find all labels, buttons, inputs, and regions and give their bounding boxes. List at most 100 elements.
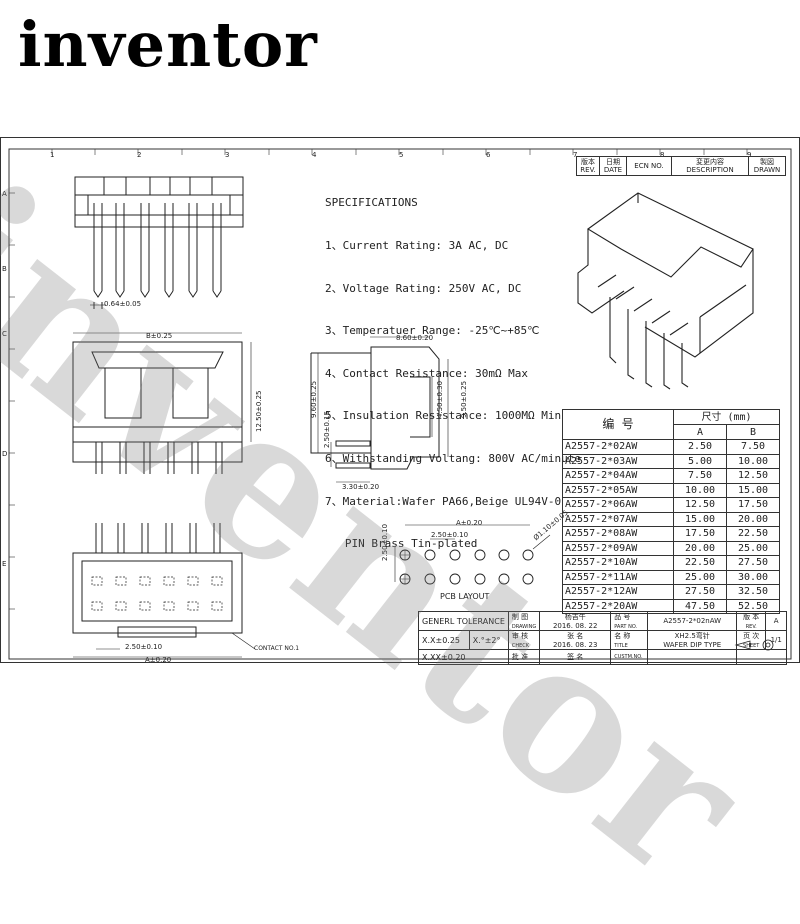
approve-label: 批 准 (507, 649, 541, 665)
ecn-cell: ECN NO. (626, 156, 672, 176)
part-no: A2557-2*02AW (562, 439, 674, 455)
part-no: A2557-2*04AW (562, 468, 674, 484)
size-b: 25.00 (726, 540, 780, 556)
desc-cn: 変更内容 (696, 158, 724, 166)
drawing-label: 制 图 (511, 613, 529, 621)
spec-line: 5、Insulation Resistance: 1000MΩ Min (325, 409, 562, 423)
dim-pin-width: 0.64±0.05 (104, 300, 142, 308)
size-a: 25.00 (673, 569, 727, 585)
grid-letter: A (2, 190, 7, 198)
spec-line: 1、Current Rating: 3A AC, DC (325, 239, 509, 252)
size-a: 5.00 (673, 453, 727, 469)
size-b: 10.00 (726, 453, 780, 469)
dim-a-bottom: A±0.20 (145, 656, 172, 664)
part-no: A2557-2*12AW (562, 584, 674, 600)
date-cn: 日期 (606, 158, 620, 166)
size-b: 27.50 (726, 555, 780, 571)
approver: 签 名 (539, 649, 612, 665)
checker: 张 名 (567, 632, 584, 640)
customer-no-label: CUSTM.NO. (610, 649, 649, 665)
spec-line: 3、Temperatuer Range: -25℃~+85℃ (325, 324, 540, 338)
tolerance-label: GENERL TOLERANCE (418, 611, 509, 631)
sheet-value: 1/1 (765, 630, 788, 650)
size-b: 17.50 (726, 497, 780, 513)
grid-number: 4 (312, 151, 317, 159)
dim-height-250: 2.50±0.15 (323, 410, 331, 448)
spec-line: PIN Brass Tin-plated (325, 537, 478, 551)
header-size: 尺寸 (mm) (673, 409, 780, 425)
ecn-en: ECN NO. (634, 162, 664, 170)
drawn-en: DRAWN (753, 166, 781, 174)
title-en: TITLE (614, 643, 628, 649)
size-b: 32.50 (726, 584, 780, 600)
size-a: 7.50 (673, 468, 727, 484)
title-label: 名 称 (614, 632, 631, 640)
grid-letter: C (2, 330, 7, 338)
header-part-number: 编 号 (562, 409, 674, 440)
drawing-sheet (0, 137, 800, 663)
dim-height-1250: 12.50±0.25 (255, 390, 263, 433)
specifications: SPECIFICATIONS 1、Current Rating: 3A AC, … (325, 168, 581, 566)
grid-number: 6 (486, 151, 491, 159)
contact-no-label: CONTACT NO.1 (254, 645, 300, 652)
date-1: 2016. 08. 22 (552, 622, 598, 630)
size-b: 22.50 (726, 526, 780, 542)
part-no: A2557-2*08AW (562, 526, 674, 542)
part-number: A2557-2*02nAW (647, 611, 738, 631)
dim-height-450: 4.50±0.30 (436, 380, 444, 418)
grid-letter: B (2, 265, 7, 273)
rev-en: REV. (745, 624, 757, 630)
check-en: CHECK (511, 643, 530, 649)
brand-logo: inventor (18, 8, 318, 81)
grid-number: 3 (225, 151, 230, 159)
dim-a-pcb: A±0.20 (456, 519, 483, 527)
part-no: A2557-2*05AW (562, 482, 674, 498)
sheet-en: SHEET (743, 643, 760, 649)
dim-height-960: 9.60±0.25 (310, 380, 318, 418)
size-a: 17.50 (673, 526, 727, 542)
grid-number: 2 (137, 151, 142, 159)
size-b: 12.50 (726, 468, 780, 484)
sheet-label: 页 次 (743, 632, 760, 640)
grid-letter: D (2, 450, 8, 458)
drawn-cn: 製図 (760, 158, 774, 166)
size-b: 15.00 (726, 482, 780, 498)
title-value-2: WAFER DIP TYPE (663, 641, 722, 649)
spec-line: 6、Withstanding Voltang: 800V AC/minute (325, 451, 582, 465)
grid-letter: E (2, 560, 7, 568)
desc-en: DESCRIPTION (686, 166, 734, 174)
size-a: 27.50 (673, 584, 727, 600)
dim-width-860: 8.60±0.20 (396, 334, 434, 342)
dim-row-pitch: 2.50±0.10 (381, 523, 389, 561)
date-2: 2016. 08. 23 (552, 641, 598, 649)
size-a: 10.00 (673, 482, 727, 498)
spec-line: 7、Material:Wafer PA66,Beige UL94V-0 (325, 494, 562, 508)
grid-number: 9 (747, 151, 752, 159)
rev-en: REV. (580, 166, 596, 174)
rev-value: A (765, 611, 788, 631)
spec-line: 2、Voltage Rating: 250V AC, DC (325, 281, 522, 295)
rev-cn: 版本 (581, 158, 595, 166)
dim-height-950: 9.50±0.25 (460, 380, 468, 418)
angle-tolerance: X.°±2° (468, 630, 509, 650)
dim-pitch-bottom: 2.50±0.10 (125, 643, 163, 651)
part-no: A2557-2*09AW (562, 540, 674, 556)
header-col-b: B (726, 424, 780, 440)
size-b: 30.00 (726, 569, 780, 585)
grid-number: 5 (399, 151, 404, 159)
size-a: 20.00 (673, 540, 727, 556)
header-col-a: A (673, 424, 727, 440)
partno-en: PART NO. (614, 624, 638, 630)
